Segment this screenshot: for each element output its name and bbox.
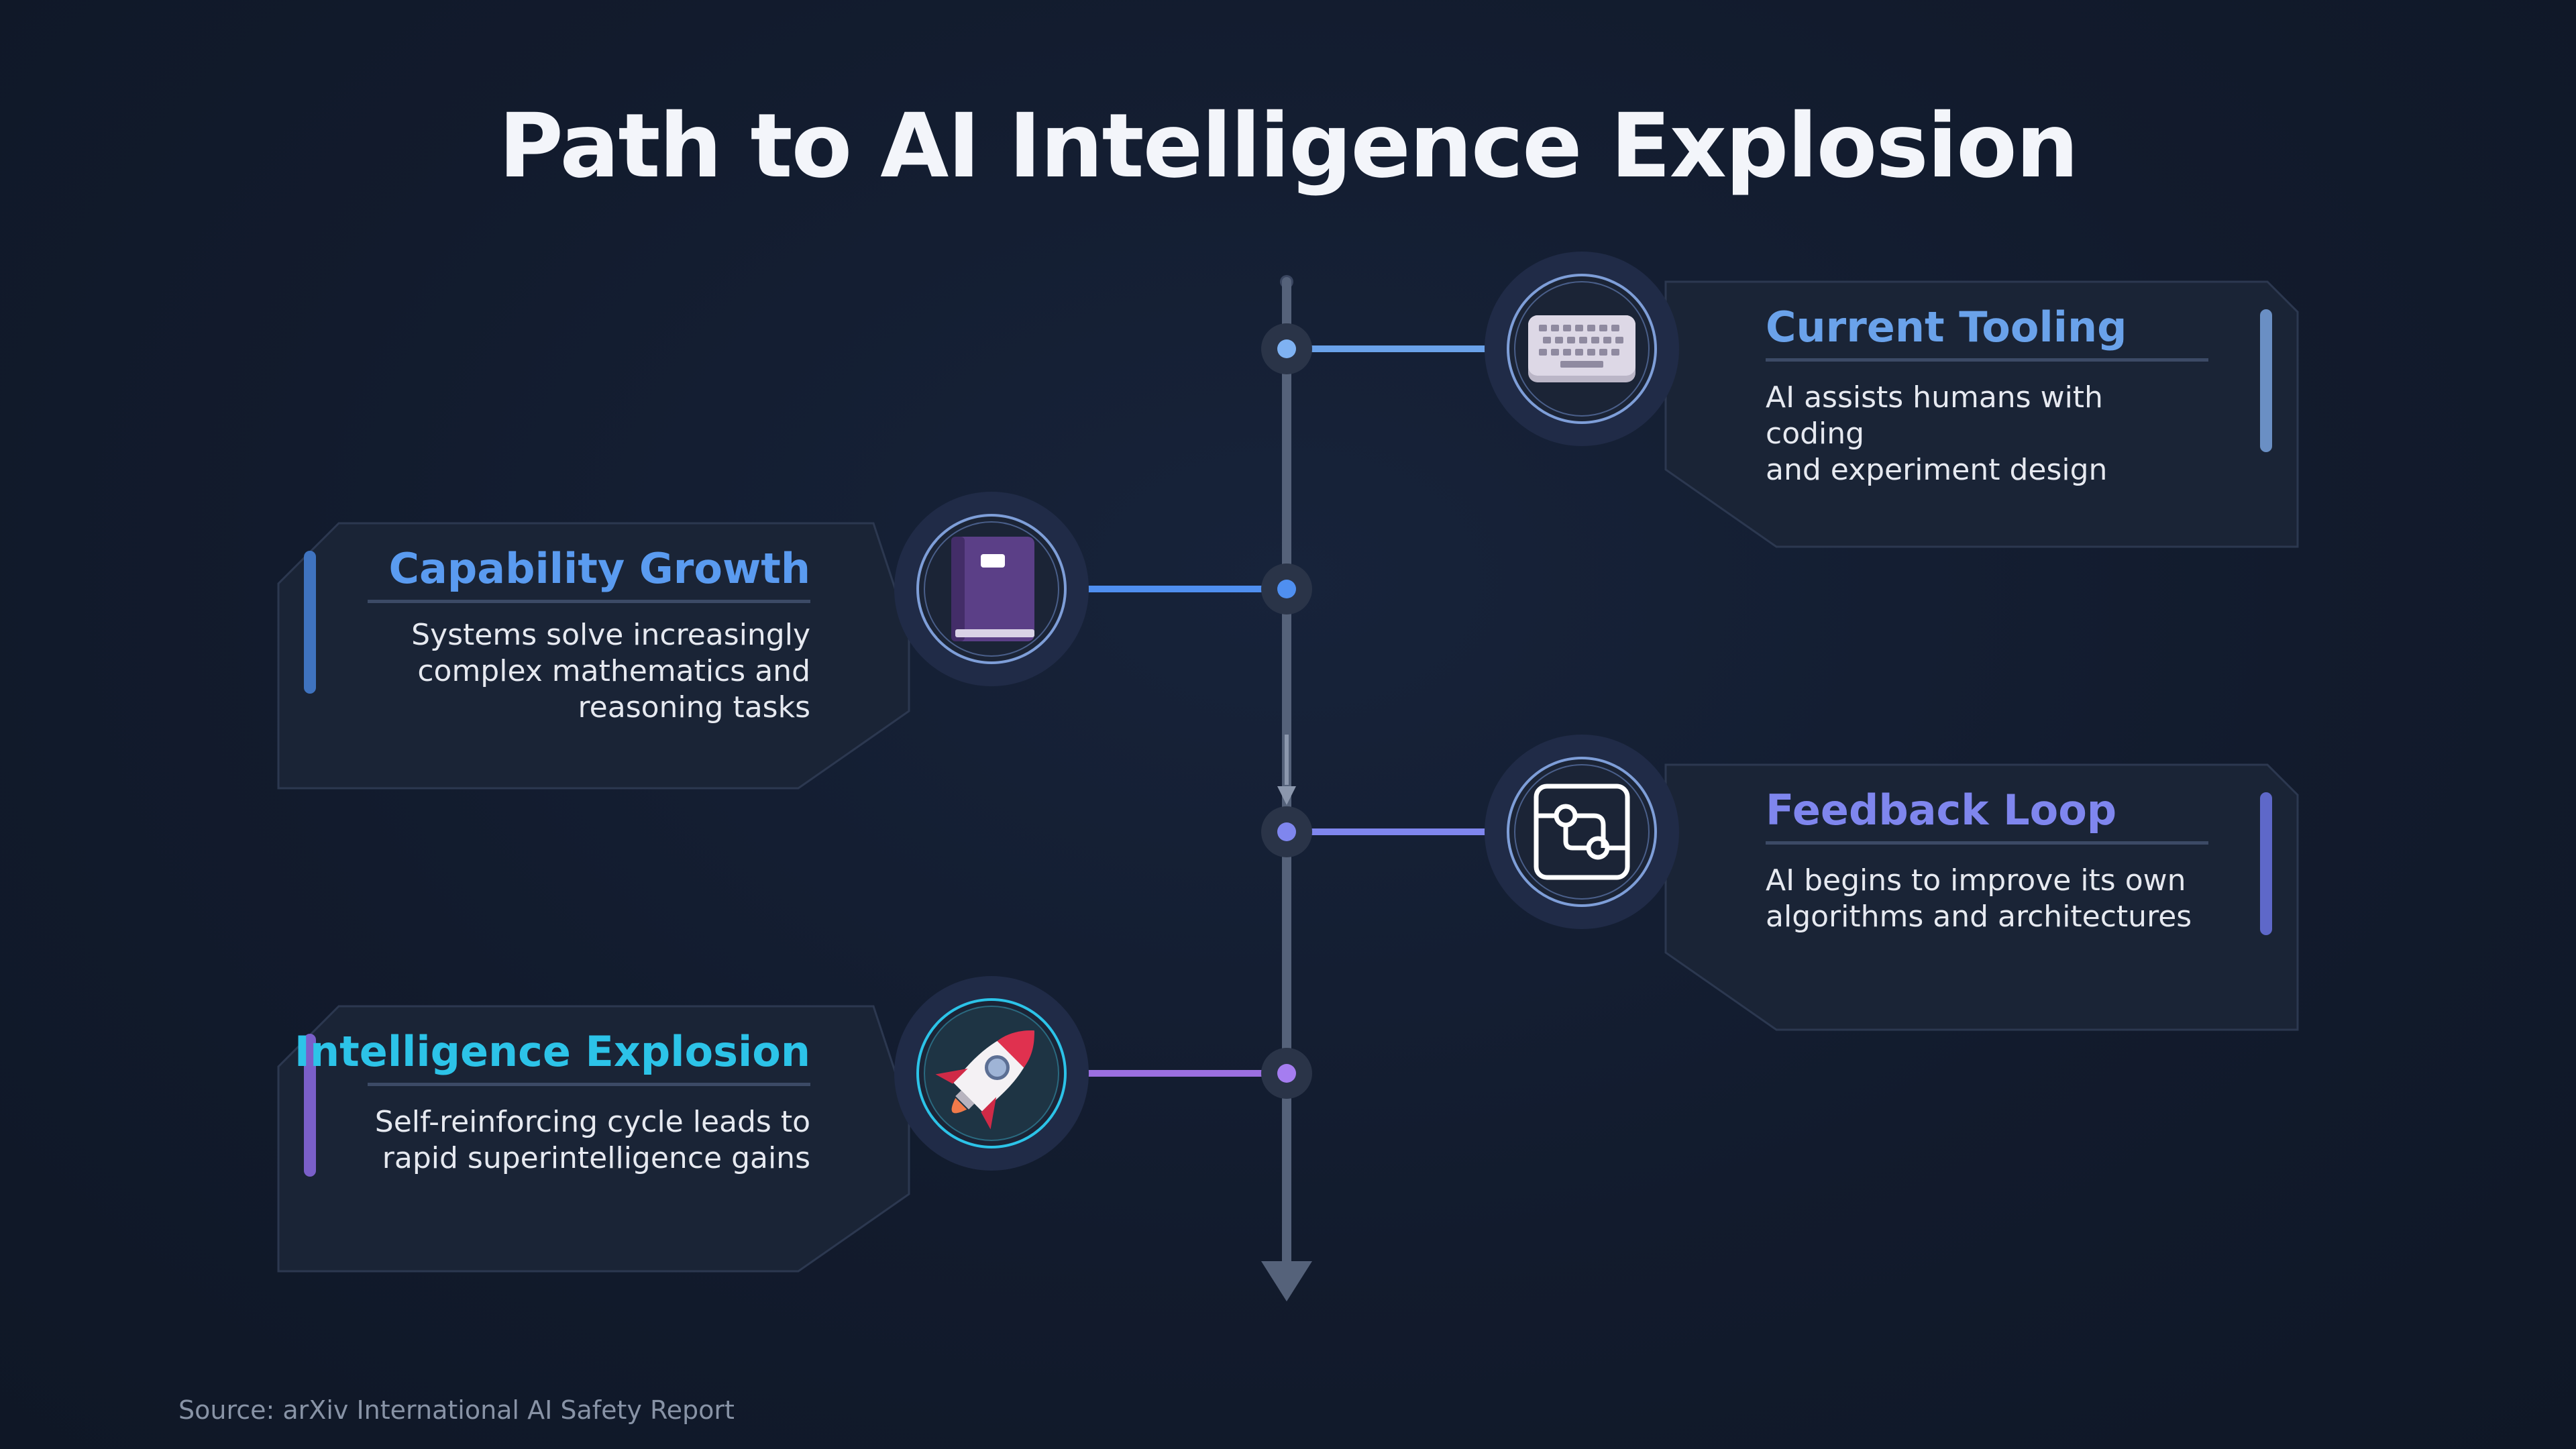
- card-description: Systems solve increasingly complex mathe…: [411, 618, 810, 724]
- card-shape-capability-growth: [277, 522, 910, 790]
- card-capability-growth: Capability Growth Systems solve increasi…: [368, 542, 810, 757]
- source-caption: Source: arXiv International AI Safety Re…: [178, 1395, 735, 1425]
- card-description: Self-reinforcing cycle leads to rapid su…: [374, 1105, 810, 1175]
- card-divider: [1766, 358, 2208, 362]
- card-title: Feedback Loop: [1766, 786, 2117, 835]
- card-divider: [368, 600, 810, 603]
- connectors: [1073, 345, 1503, 1077]
- card-accent-bars: [304, 309, 2272, 1177]
- card-divider: [1766, 841, 2208, 845]
- rocket-icon: [894, 976, 1089, 1171]
- card-description: AI assists humans with coding and experi…: [1766, 380, 2108, 487]
- timeline-nodes: [1261, 323, 1312, 1099]
- card-shape-current-tooling: [1664, 280, 2299, 548]
- timeline-arrow-head: [1261, 1261, 1312, 1301]
- card-title: Capability Growth: [388, 544, 810, 593]
- card-feedback-loop: Feedback Loop AI begins to improve its o…: [1766, 784, 2208, 985]
- card-title: Intelligence Explosion: [294, 1027, 810, 1076]
- card-title: Current Tooling: [1766, 303, 2127, 352]
- page-title: Path to AI Intelligence Explosion: [498, 95, 2079, 198]
- card-divider: [368, 1083, 810, 1086]
- keyboard-icon: [1485, 252, 1679, 446]
- card-description: AI begins to improve its own algorithms …: [1766, 863, 2192, 934]
- card-shape-intelligence-explosion: [277, 1005, 910, 1273]
- card-intelligence-explosion: Intelligence Explosion Self-reinforcing …: [294, 1025, 810, 1226]
- card-shape-feedback-loop: [1664, 763, 2299, 1031]
- card-shapes: [277, 280, 2299, 1273]
- timeline-spine: [1261, 275, 1312, 1301]
- card-current-tooling: Current Tooling AI assists humans with c…: [1766, 301, 2208, 502]
- circuit-icon: [1485, 735, 1679, 929]
- book-icon: [894, 492, 1089, 686]
